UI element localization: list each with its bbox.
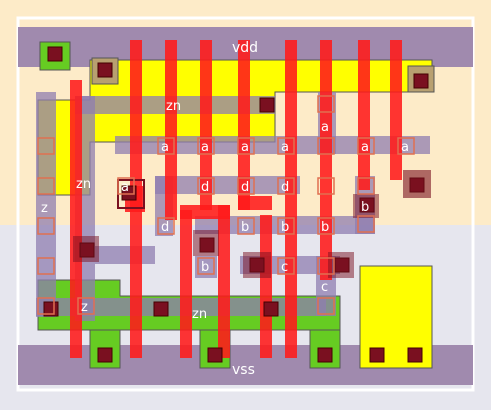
net-label-d-1: d xyxy=(201,180,209,195)
contact-vdd-2 xyxy=(413,73,429,89)
net-label-d-4: d xyxy=(161,220,169,235)
pin-z-mid xyxy=(37,217,55,235)
pin-b-3 xyxy=(317,217,335,235)
pin-a-6 xyxy=(317,95,335,113)
net-label-z-left: z xyxy=(41,201,48,216)
poly-gate-8 xyxy=(358,40,370,190)
pin-a-3 xyxy=(197,137,215,155)
contact-vdd-1 xyxy=(97,62,113,78)
metal-d-bus xyxy=(155,176,300,194)
contact-zn-3 xyxy=(153,301,169,317)
pin-d-1 xyxy=(197,177,215,195)
contact-vss-5 xyxy=(407,347,423,363)
pin-a-1 xyxy=(117,177,135,195)
pin-a-4 xyxy=(237,137,255,155)
pin-b-1 xyxy=(237,217,255,235)
poly-gate-7 xyxy=(320,40,332,280)
contact-frame-d xyxy=(193,230,219,256)
pin-b-4 xyxy=(357,215,375,233)
pin-b-2 xyxy=(277,217,295,235)
pin-a-9 xyxy=(397,137,415,155)
metal-zn-jog xyxy=(95,246,155,264)
pin-z-low xyxy=(37,257,55,275)
contact-frame-a2 xyxy=(403,170,431,198)
poly-strap-d xyxy=(180,205,230,219)
net-label-d-3: d xyxy=(281,180,289,195)
net-label-a-6: a xyxy=(361,140,369,155)
net-label-b-4: b xyxy=(321,220,329,235)
poly-gate-9 xyxy=(390,40,402,180)
net-label-z-lower: z xyxy=(81,300,88,315)
contact-frame-b xyxy=(243,252,271,278)
contact-vss-3 xyxy=(317,347,333,363)
pin-a-7 xyxy=(317,137,335,155)
net-label-zn-left: zn xyxy=(76,177,91,192)
pin-a-8 xyxy=(357,137,375,155)
contact-zn-1 xyxy=(259,97,275,113)
net-label-a-1: a xyxy=(161,140,169,155)
net-label-a-7: a xyxy=(401,140,409,155)
contact-zn-4 xyxy=(263,301,279,317)
poly-gate-6 xyxy=(285,40,297,358)
pin-a-2 xyxy=(157,137,175,155)
poly-strap-b xyxy=(238,196,272,210)
net-label-c-2: c xyxy=(321,280,328,295)
net-label-b-2: b xyxy=(241,220,249,235)
net-label-a-3: a xyxy=(241,140,249,155)
contact-frame-b2 xyxy=(353,194,379,218)
pin-d-3 xyxy=(277,177,295,195)
vdd-label: vdd xyxy=(232,40,258,56)
pin-a-5 xyxy=(277,137,295,155)
pin-b-5 xyxy=(197,257,215,275)
net-label-a-4: a xyxy=(281,140,289,155)
net-label-b-5: b xyxy=(201,260,209,275)
contact-vss-4 xyxy=(369,347,385,363)
poly-gate-3b xyxy=(180,210,192,358)
pin-z-upper xyxy=(37,177,55,195)
pin-d-4 xyxy=(157,217,175,235)
metal-a-bus xyxy=(115,136,430,154)
net-label-c-1: c xyxy=(281,260,288,275)
poly-gate-1 xyxy=(70,80,82,358)
poly-gate-4b xyxy=(218,205,230,358)
poly-gate-3 xyxy=(165,40,177,220)
net-label-b-3: b xyxy=(281,220,289,235)
poly-gate-4 xyxy=(200,40,212,210)
vss-label: vss xyxy=(232,362,255,378)
contact-vss-1 xyxy=(97,347,113,363)
pin-z-bottom xyxy=(37,297,55,315)
contact-a xyxy=(121,185,137,201)
pin-c-2 xyxy=(317,257,335,275)
metal-b-pad xyxy=(195,256,217,278)
pin-c-3 xyxy=(317,297,335,315)
net-label-d-2: d xyxy=(241,180,249,195)
contact-ntap xyxy=(47,46,63,62)
poly-gate-5 xyxy=(238,40,250,210)
net-label-a-2: a xyxy=(201,140,209,155)
pin-z-lower xyxy=(77,297,95,315)
pin-d-5 xyxy=(317,177,335,195)
net-label-zn-upper: zn xyxy=(166,99,181,114)
contact-vss-2 xyxy=(207,347,223,363)
net-label-a-5: a xyxy=(321,120,329,135)
pin-zn-left xyxy=(37,137,55,155)
net-label-a-8: a xyxy=(121,180,129,195)
net-label-b-1: b xyxy=(361,200,369,215)
pin-d-2 xyxy=(237,177,255,195)
poly-gate-5b xyxy=(260,215,272,358)
pin-outlines xyxy=(37,95,415,315)
pin-c-1 xyxy=(277,257,295,275)
pin-b-0 xyxy=(357,177,375,195)
metal-z-vertical xyxy=(36,92,56,317)
cell-boundary xyxy=(16,16,475,392)
net-label-zn-lower: zn xyxy=(192,307,207,322)
contact-frame-zn xyxy=(73,236,99,262)
